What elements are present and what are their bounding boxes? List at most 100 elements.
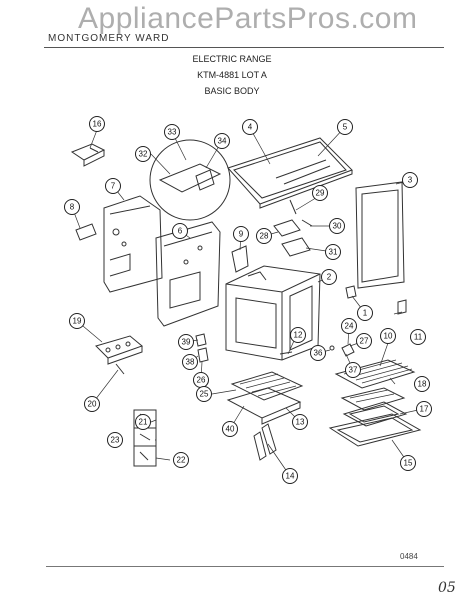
callout-31: 31: [325, 244, 341, 260]
part-11-leveler: [397, 299, 407, 315]
svg-text:40: 40: [226, 425, 235, 434]
svg-text:29: 29: [316, 189, 325, 198]
svg-text:15: 15: [404, 459, 413, 468]
footer-rule: [46, 566, 444, 567]
svg-text:26: 26: [197, 376, 206, 385]
svg-text:12: 12: [294, 331, 303, 340]
svg-text:30: 30: [333, 222, 342, 231]
svg-text:23: 23: [111, 436, 120, 445]
svg-text:10: 10: [384, 332, 393, 341]
part-19-switch-block: [95, 335, 143, 375]
callout-18: 18: [414, 376, 430, 392]
callout-23: 23: [107, 432, 123, 448]
callout-32: 32: [135, 146, 151, 162]
part-5-slot: [275, 159, 331, 185]
part-1-grommet: [345, 285, 357, 299]
svg-text:32: 32: [139, 150, 148, 159]
callout-20: 20: [84, 396, 100, 412]
svg-text:39: 39: [182, 338, 191, 347]
part-7-side-panel: [103, 195, 163, 293]
callout-25: 25: [196, 386, 212, 402]
svg-text:20: 20: [88, 400, 97, 409]
handwritten-mark: 05: [438, 580, 456, 596]
svg-text:13: 13: [296, 418, 305, 427]
callout-34: 34: [214, 133, 230, 149]
svg-text:31: 31: [329, 248, 338, 257]
callout-30: 30: [329, 218, 345, 234]
callout-9: 9: [233, 226, 249, 242]
svg-text:22: 22: [177, 456, 186, 465]
svg-text:6: 6: [178, 227, 183, 236]
part-6-rear-panel: [155, 221, 221, 327]
part-8-block: [75, 223, 97, 241]
callout-7: 7: [105, 178, 121, 194]
callout-16: 16: [89, 116, 105, 132]
svg-text:34: 34: [218, 137, 227, 146]
callout-21: 21: [135, 414, 151, 430]
callout-12: 12: [290, 327, 306, 343]
brand-header: MONTGOMERY WARD: [48, 33, 170, 44]
svg-text:8: 8: [70, 203, 75, 212]
svg-text:1: 1: [363, 309, 368, 318]
watermark: AppliancePartsPros.com: [78, 2, 418, 35]
callout-33: 33: [164, 124, 180, 140]
callout-40: 40: [222, 421, 238, 437]
callout-14: 14: [282, 468, 298, 484]
part-24-36-37-hardware: [329, 343, 355, 357]
part-32-34-detail: [149, 139, 231, 221]
svg-text:11: 11: [414, 333, 423, 342]
part-4-top-panel: [227, 137, 353, 209]
callout-39: 39: [178, 334, 194, 350]
svg-text:14: 14: [286, 472, 295, 481]
svg-text:17: 17: [420, 405, 429, 414]
callout-4: 4: [242, 119, 258, 135]
svg-text:33: 33: [168, 128, 177, 137]
callout-28: 28: [256, 228, 272, 244]
callout-27: 27: [356, 333, 372, 349]
callout-38: 38: [182, 354, 198, 370]
svg-text:9: 9: [239, 230, 244, 239]
callout-1: 1: [357, 305, 373, 321]
part-3-frame: [355, 181, 405, 289]
header-rule: [44, 47, 444, 48]
svg-text:18: 18: [418, 380, 427, 389]
svg-text:21: 21: [139, 418, 148, 427]
callout-13: 13: [292, 414, 308, 430]
svg-text:5: 5: [343, 123, 348, 132]
part-26-38-39-components: [195, 333, 209, 363]
part-12-clip: [279, 351, 293, 355]
callout-5: 5: [337, 119, 353, 135]
callout-10: 10: [380, 328, 396, 344]
svg-text:25: 25: [200, 390, 209, 399]
title-line-3: BASIC BODY: [204, 86, 260, 96]
part-16-bracket: [70, 143, 106, 167]
svg-text:16: 16: [93, 120, 102, 129]
part-14-bracket: [253, 423, 277, 461]
svg-text:27: 27: [360, 337, 369, 346]
callout-24: 24: [341, 318, 357, 334]
svg-text:4: 4: [248, 123, 253, 132]
callout-37: 37: [345, 362, 361, 378]
part-9-strip: [231, 245, 249, 273]
svg-text:3: 3: [408, 176, 413, 185]
callout-3: 3: [402, 172, 418, 188]
callout-15: 15: [400, 455, 416, 471]
callout-26: 26: [193, 372, 209, 388]
svg-text:2: 2: [327, 273, 332, 282]
callout-29: 29: [312, 185, 328, 201]
svg-text:36: 36: [314, 349, 323, 358]
part-10-27-oven-rack: [334, 359, 416, 389]
callout-19: 19: [69, 313, 85, 329]
title-line-1: ELECTRIC RANGE: [192, 54, 272, 64]
svg-text:28: 28: [260, 232, 269, 241]
diagram-code: 0484: [400, 552, 418, 561]
callout-2: 2: [321, 269, 337, 285]
part-13-40-base: [226, 387, 302, 425]
svg-text:37: 37: [349, 366, 358, 375]
callout-11: 11: [410, 329, 426, 345]
part-25-bottom-frame: [230, 371, 304, 401]
svg-text:7: 7: [111, 182, 116, 191]
part-18-broiler-insert: [340, 387, 406, 411]
